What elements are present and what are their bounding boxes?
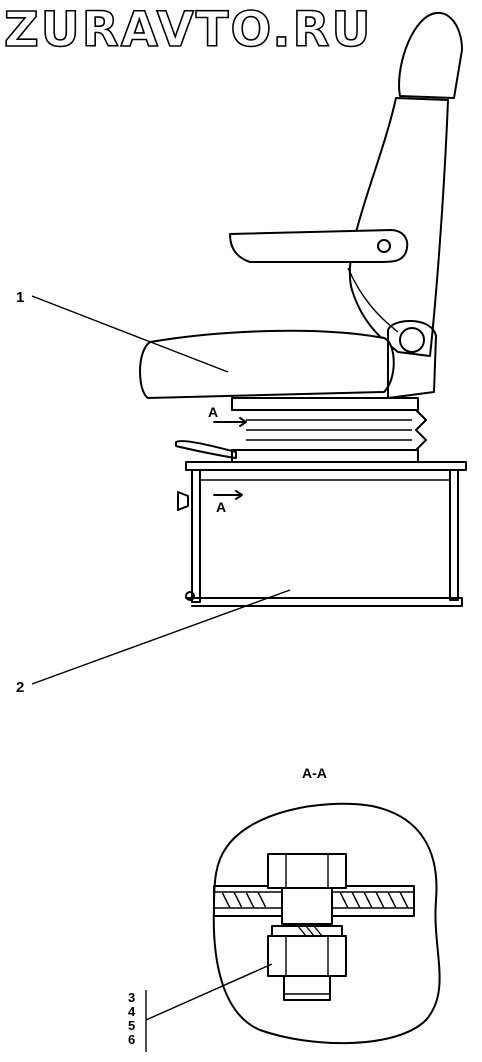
section-marker-top-label: A [208,404,218,420]
suspension-plate [231,397,419,411]
base-bottom-plate [185,597,463,607]
section-arrow-bottom [213,490,243,500]
base-left-wall [191,469,201,603]
seat-side-bracket [387,319,437,399]
section-view-boundary [212,802,441,1045]
section-arrow-top [213,417,247,427]
section-marker-bottom-label: A [216,499,226,515]
callout-1: 1 [16,289,24,306]
leader-line-3-6 [145,963,273,1021]
section-plate-hatching [221,891,409,909]
leader-line-2 [31,589,291,685]
washer-hatching [297,925,323,937]
bolt-head-facets [285,854,329,888]
bellows-folds [246,419,412,441]
nut-facets [285,936,329,976]
callout-3: 3 [128,990,135,1005]
suspension-lower-plate [231,449,419,463]
section-marker-bottom: A [213,490,243,515]
section-marker-top: A [208,404,247,427]
base-top-plate [185,461,467,471]
adjusting-lever [175,440,237,459]
bolt-head [267,853,347,889]
section-view [212,802,441,1045]
callout-4: 4 [128,1004,136,1019]
seat-backrest [348,97,449,357]
base-knob [177,491,189,511]
seat-armrest [229,229,409,263]
armrest-pivot [377,239,391,253]
seat-cushion [139,329,395,399]
leader-line-1 [31,295,229,373]
seat-assembly [139,11,463,463]
backrest-seam [347,267,399,333]
callout-6: 6 [128,1032,135,1047]
callout-5: 5 [128,1018,135,1033]
nut [267,935,347,977]
bolt-end [283,975,331,1001]
section-title: A-A [302,765,327,781]
seat-base [177,461,467,607]
watermark-text: ZURAVTO.RU [4,2,372,58]
bolt-shank [281,887,333,925]
seat-hinge [399,327,425,353]
base-right-wall [449,469,459,601]
callout-2: 2 [16,679,24,696]
base-roller [185,591,195,601]
seat-headrest [398,11,463,99]
